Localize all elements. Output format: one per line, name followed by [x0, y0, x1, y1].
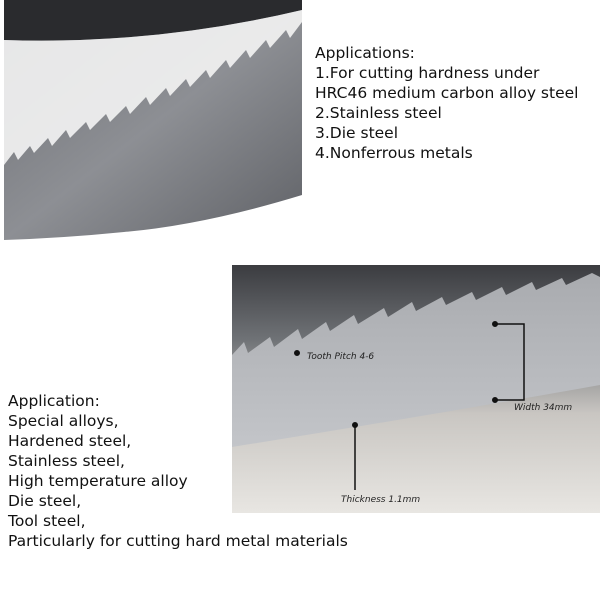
blade-dimensions-photo: Tooth Pitch 4-6 Width 34mm Thickness 1.1… — [232, 265, 600, 513]
application-line: Special alloys, — [8, 412, 119, 430]
bandsaw-blade-coil-photo — [4, 0, 302, 240]
application-line: 1.For cutting hardness under — [315, 64, 540, 82]
application-line: HRC46 medium carbon alloy steel — [315, 84, 579, 102]
applications-list-bottom: Application: Special alloys, Hardened st… — [8, 392, 348, 552]
dimension-markers — [294, 321, 525, 490]
application-heading: Application: — [8, 392, 100, 410]
application-line: Hardened steel, — [8, 432, 132, 450]
application-line: Tool steel, — [8, 512, 86, 530]
thickness-label: Thickness 1.1mm — [341, 495, 420, 505]
applications-list-top: Applications: 1.For cutting hardness und… — [315, 43, 578, 163]
width-label: Width 34mm — [514, 403, 572, 413]
tooth-pitch-label: Tooth Pitch 4-6 — [307, 352, 374, 362]
application-line: Stainless steel, — [8, 452, 125, 470]
application-line: 4.Nonferrous metals — [315, 144, 473, 162]
application-line: 2.Stainless steel — [315, 104, 442, 122]
applications-heading: Applications: — [315, 44, 415, 62]
application-line: 3.Die steel — [315, 124, 399, 142]
application-line: Particularly for cutting hard metal mate… — [8, 532, 348, 550]
application-line: High temperature alloy — [8, 472, 188, 490]
application-line: Die steel, — [8, 492, 82, 510]
